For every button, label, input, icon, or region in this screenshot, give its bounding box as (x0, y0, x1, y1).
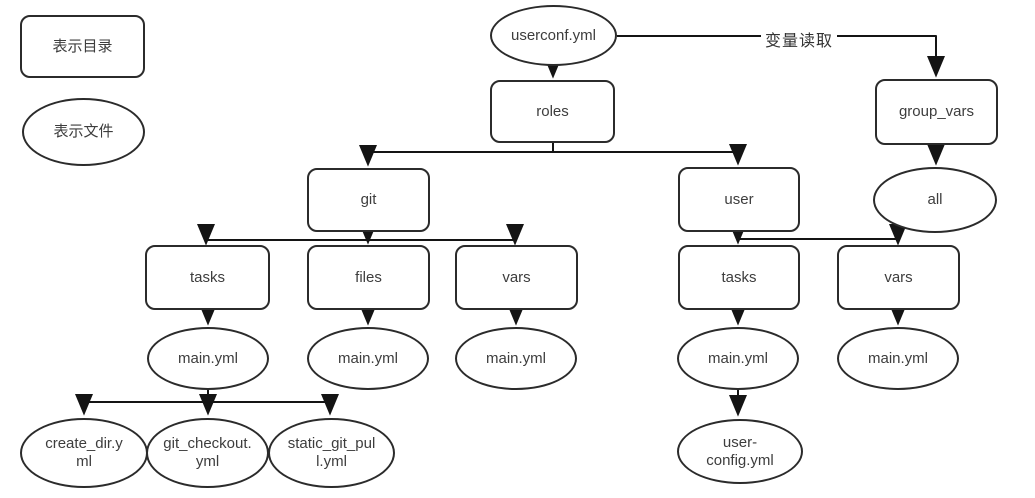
node-create-dir-yml-label: create_dir.yml (45, 435, 123, 470)
node-git-vars: vars (455, 245, 578, 310)
node-git-files-main-yml-label: main.yml (337, 349, 398, 367)
node-git-vars-main-yml: main.yml (455, 327, 577, 390)
node-user: user (678, 167, 800, 232)
node-all: all (873, 167, 997, 233)
node-git-files-main-yml: main.yml (307, 327, 429, 390)
node-user-vars-main-yml: main.yml (837, 327, 959, 390)
node-user-tasks-label: tasks (721, 268, 757, 286)
node-static-git-pull-yml: static_git_pull.yml (268, 418, 395, 488)
node-git-checkout-yml-label: git_checkout.yml (163, 435, 252, 470)
node-git-files-label: files (355, 268, 382, 286)
legend-file-label: 表示文件 (53, 123, 114, 140)
node-user-vars-main-yml-label: main.yml (867, 349, 928, 367)
node-user-tasks: tasks (678, 245, 800, 310)
node-git-vars-label: vars (502, 268, 531, 286)
edge-label-variable-read: 变量读取 (761, 27, 838, 51)
edge-main-to-create-dir (75, 390, 209, 416)
node-create-dir-yml: create_dir.yml (20, 418, 148, 488)
node-group-vars: group_vars (875, 79, 998, 145)
node-userconf-yml: userconf.yml (490, 5, 617, 66)
node-user-config-yml-label: user-config.yml (706, 433, 774, 469)
node-git-tasks: tasks (145, 245, 270, 310)
edge-userconf-to-group-vars (617, 35, 945, 78)
edge-user-to-vars (737, 224, 907, 246)
node-user-tasks-main-yml-label: main.yml (707, 349, 768, 367)
node-group-vars-label: group_vars (898, 103, 975, 120)
node-roles-label: roles (536, 102, 569, 120)
node-user-config-yml: user-config.yml (677, 419, 803, 484)
legend-directory: 表示目录 (20, 15, 145, 78)
node-roles: roles (490, 80, 615, 143)
edge-roles-to-git (359, 143, 554, 167)
node-git-files: files (307, 245, 430, 310)
node-git-checkout-yml: git_checkout.yml (146, 418, 269, 488)
node-git-tasks-label: tasks (189, 268, 225, 286)
node-git-tasks-main-yml-label: main.yml (177, 349, 238, 367)
edge-git-to-vars (367, 224, 524, 246)
node-user-vars-label: vars (884, 268, 913, 286)
node-git-tasks-main-yml: main.yml (147, 327, 269, 390)
node-userconf-yml-label: userconf.yml (510, 26, 597, 44)
node-static-git-pull-yml-label: static_git_pull.yml (287, 435, 376, 470)
node-user-tasks-main-yml: main.yml (677, 327, 799, 390)
node-git: git (307, 168, 430, 232)
legend-file: 表示文件 (22, 98, 145, 166)
legend-directory-label: 表示目录 (52, 37, 113, 55)
edge-main-to-static-git-pull (207, 390, 339, 416)
edge-roles-to-user (552, 143, 747, 166)
edge-git-to-tasks (197, 224, 369, 246)
node-git-label: git (360, 191, 377, 208)
node-all-label: all (927, 191, 943, 208)
node-git-vars-main-yml-label: main.yml (485, 349, 546, 367)
node-user-label: user (724, 190, 754, 208)
node-user-vars: vars (837, 245, 960, 310)
